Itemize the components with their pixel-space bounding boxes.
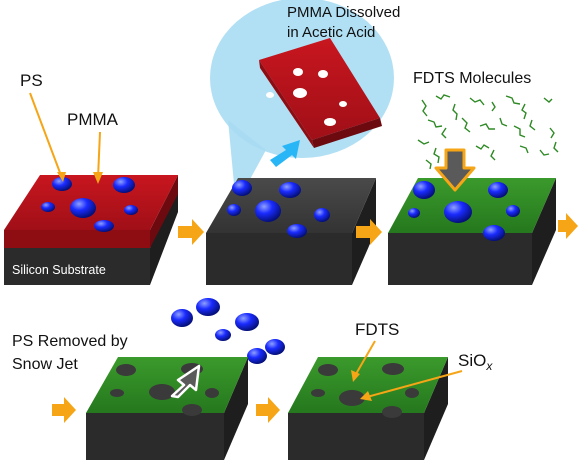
sio-pit xyxy=(110,389,124,397)
process-arrow-3 xyxy=(558,213,578,239)
fdts-deposit-arrow xyxy=(434,148,476,192)
flying-ps-droplets xyxy=(171,298,285,364)
ps-domain xyxy=(52,177,72,191)
ps-droplet xyxy=(171,309,193,327)
ps-removed-label-2: Snow Jet xyxy=(12,356,78,373)
sio-pit xyxy=(405,388,419,398)
fdts-label: FDTS xyxy=(355,320,399,339)
substrate-front xyxy=(86,413,224,460)
ps-label: PS xyxy=(20,71,43,90)
siox-label: SiOx xyxy=(458,351,493,373)
sio-pit xyxy=(382,363,404,375)
pmma-layer-side xyxy=(150,175,178,248)
step-1-block xyxy=(4,175,178,285)
ps-droplet xyxy=(196,298,220,316)
ps-pointer-head xyxy=(57,172,66,182)
sio-pit xyxy=(382,406,402,418)
substrate-front xyxy=(288,413,424,460)
ps-pointer xyxy=(29,92,63,179)
ps-droplet xyxy=(215,329,231,341)
ps-domain xyxy=(94,220,114,232)
process-arrow-1 xyxy=(178,219,204,245)
ps-domain xyxy=(506,205,520,217)
step-5-block xyxy=(288,357,448,460)
siox-pointer xyxy=(366,370,463,398)
ps-domain xyxy=(408,208,420,218)
ps-domain xyxy=(413,181,435,199)
step-2-block xyxy=(206,178,376,285)
ps-domain xyxy=(232,180,252,196)
pmma-pointer xyxy=(97,131,101,179)
process-arrow-2 xyxy=(356,219,382,245)
ps-domain xyxy=(41,202,55,212)
dissolve-arrow xyxy=(270,140,300,167)
silicon-substrate-label: Silicon Substrate xyxy=(12,263,106,277)
fdts-layer-top xyxy=(288,357,448,413)
sio-pit xyxy=(311,389,325,397)
siox-label-base: SiO xyxy=(458,351,486,370)
substrate-side xyxy=(224,357,248,460)
siox-pointer-head xyxy=(360,391,372,401)
process-arrow-5 xyxy=(256,397,280,423)
ps-droplet xyxy=(247,348,267,364)
pmma-slab-hole xyxy=(324,118,336,126)
substrate-side xyxy=(424,357,448,460)
fdts-pointer-head xyxy=(351,370,360,382)
ps-domain xyxy=(124,205,138,215)
ps-removed-label-1: PS Removed by xyxy=(12,333,128,350)
pmma-slab-hole xyxy=(293,68,303,76)
process-arrow-4 xyxy=(52,397,76,423)
substrate-front xyxy=(206,233,352,285)
snow-jet-arrow xyxy=(170,364,201,399)
ps-domain xyxy=(488,182,508,198)
ps-domain xyxy=(255,200,281,222)
sio-pit xyxy=(149,384,175,400)
ps-domain xyxy=(227,204,241,216)
substrate-front xyxy=(388,233,532,285)
pmma-slab-floating xyxy=(259,38,382,148)
siox-label-sub: x xyxy=(485,359,493,373)
ps-domain xyxy=(314,208,330,222)
pmma-label: PMMA xyxy=(67,110,119,129)
ps-domain xyxy=(287,224,307,238)
pmma-slab-hole xyxy=(266,92,274,98)
substrate-front xyxy=(4,248,150,285)
pmma-dissolved-label-1: PMMA Dissolved xyxy=(287,4,400,21)
pmma-slab-hole xyxy=(318,70,328,78)
sio-pit xyxy=(339,390,365,406)
fdts-molecule-cloud xyxy=(417,94,559,170)
fdts-layer-top xyxy=(388,178,556,233)
sio-pit xyxy=(182,404,202,416)
step-4-block xyxy=(86,357,248,460)
pmma-dissolved-label-2: in Acetic Acid xyxy=(287,24,375,41)
sio-pit xyxy=(116,364,136,376)
ps-domain xyxy=(279,182,301,198)
pmma-pointer-head xyxy=(93,172,103,184)
ps-domain xyxy=(70,198,96,218)
ps-droplet xyxy=(265,339,285,355)
step-3-block xyxy=(388,178,556,285)
fdts-pointer xyxy=(355,340,376,375)
ps-domain xyxy=(444,201,472,223)
ps-domain xyxy=(113,177,135,193)
ps-droplet xyxy=(235,313,259,331)
pmma-slab-hole xyxy=(339,101,347,107)
fdts-molecules-label: FDTS Molecules xyxy=(413,70,531,87)
sio-pit xyxy=(318,364,338,376)
pmma-slab-hole xyxy=(293,88,307,98)
substrate-side xyxy=(532,178,556,285)
ps-domain xyxy=(483,225,505,241)
pmma-layer-front xyxy=(4,230,150,248)
sio-pit xyxy=(205,388,219,398)
